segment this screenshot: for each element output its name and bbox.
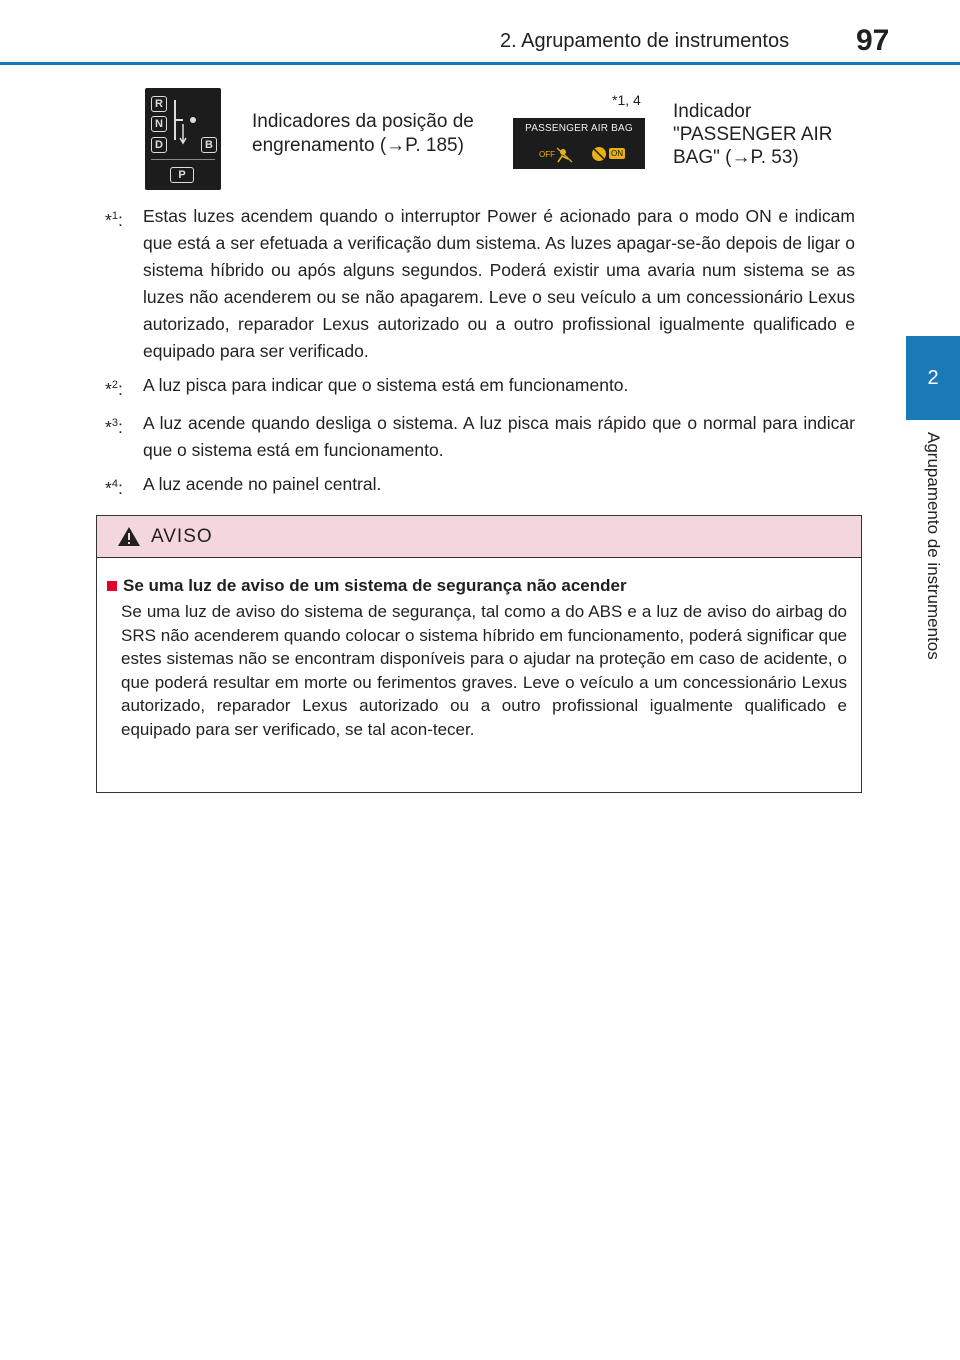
warning-body: Se uma luz de aviso de um sistema de seg… bbox=[97, 558, 861, 741]
warning-triangle-icon bbox=[118, 527, 140, 546]
airbag-footnote-ref: *1, 4 bbox=[612, 92, 641, 108]
gear-position-indicator-icon: R N D B P bbox=[145, 88, 221, 190]
footnote-item: *4: A luz acende no painel central. bbox=[105, 471, 855, 502]
airbag-on-label: ON bbox=[609, 148, 625, 159]
warning-text: Se uma luz de aviso do sistema de segura… bbox=[121, 602, 847, 739]
warning-subtitle: Se uma luz de aviso de um sistema de seg… bbox=[107, 576, 847, 596]
warning-header: AVISO bbox=[97, 516, 861, 558]
footnote-text: Estas luzes acendem quando o interruptor… bbox=[143, 206, 855, 361]
warning-title: AVISO bbox=[151, 525, 213, 547]
passenger-airbag-indicator-icon: PASSENGER AIR BAG OFF ON bbox=[513, 118, 645, 169]
footnote-mark: *2: bbox=[105, 378, 123, 399]
warning-box: AVISO Se uma luz de aviso de um sistema … bbox=[96, 515, 862, 793]
gear-d-icon: D bbox=[151, 137, 167, 153]
airbag-indicator-caption: Indicador "PASSENGER AIR BAG" (→P. 53) bbox=[673, 101, 833, 168]
footnote-mark: *3: bbox=[105, 416, 123, 437]
footnote-item: *2: A luz pisca para indicar que o siste… bbox=[105, 372, 855, 403]
footnotes: *1: Estas luzes acendem quando o interru… bbox=[105, 203, 855, 509]
chapter-label: Agrupamento de instrumentos bbox=[924, 432, 943, 660]
chapter-tab: 2 bbox=[906, 336, 960, 420]
page-number: 97 bbox=[856, 24, 890, 57]
footnote-text: A luz acende quando desliga o sistema. A… bbox=[143, 412, 855, 460]
airbag-off-label: OFF bbox=[539, 150, 555, 159]
gear-r-icon: R bbox=[151, 96, 167, 112]
gear-indicator-caption: Indicadores da posição de engrenamento (… bbox=[252, 111, 474, 156]
footnote-item: *1: Estas luzes acendem quando o interru… bbox=[105, 203, 855, 365]
gear-n-icon: N bbox=[151, 116, 167, 132]
footnote-text: A luz pisca para indicar que o sistema e… bbox=[143, 375, 629, 395]
footnote-mark: *4: bbox=[105, 477, 123, 498]
warning-subtitle-text: Se uma luz de aviso de um sistema de seg… bbox=[123, 576, 627, 595]
gear-divider bbox=[151, 159, 215, 160]
section-title: 2. Agrupamento de instrumentos bbox=[500, 30, 790, 52]
bullet-square-icon bbox=[107, 581, 117, 591]
airbag-on-icon bbox=[592, 147, 606, 161]
shift-path-icon bbox=[174, 100, 196, 145]
footnote-item: *3: A luz acende quando desliga o sistem… bbox=[105, 410, 855, 464]
footnote-text: A luz acende no painel central. bbox=[143, 473, 382, 494]
airbag-off-icon bbox=[556, 147, 573, 163]
gear-b-icon: B bbox=[201, 137, 217, 153]
gear-p-icon: P bbox=[170, 167, 194, 183]
header-divider bbox=[0, 62, 960, 65]
airbag-panel-label: PASSENGER AIR BAG bbox=[525, 123, 633, 134]
footnote-mark: *1: bbox=[105, 209, 123, 230]
